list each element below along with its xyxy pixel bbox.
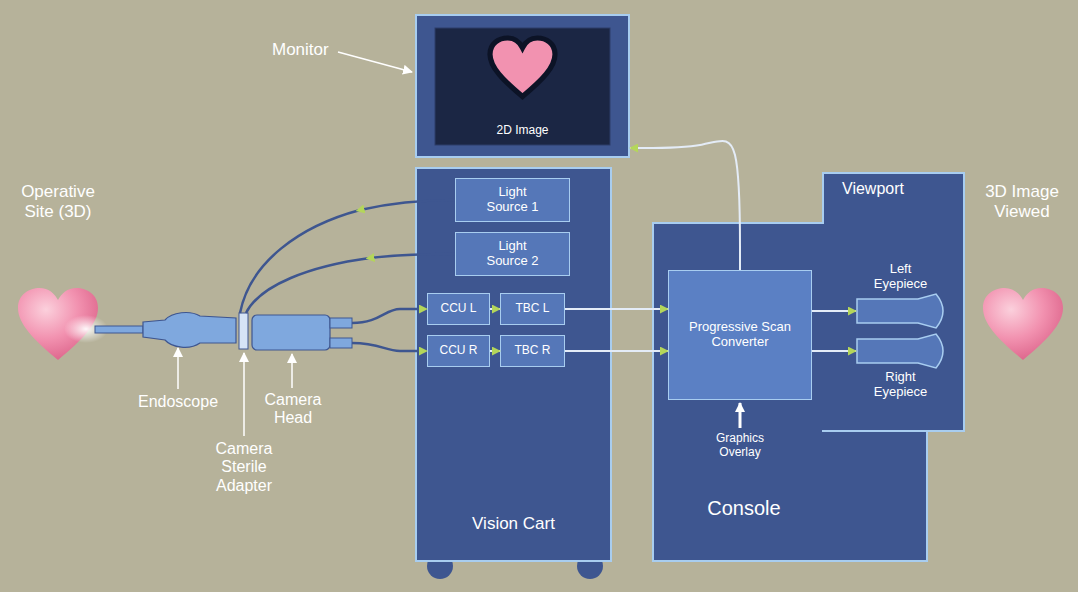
eyepiece-shape bbox=[856, 332, 953, 370]
ccu-box: CCU R bbox=[427, 335, 490, 367]
eyepiece-shape bbox=[856, 292, 953, 330]
label-anchor: Camera Sterile Adapter bbox=[200, 440, 288, 495]
callout-label: Monitor bbox=[272, 40, 338, 60]
camera-plug bbox=[330, 318, 352, 328]
signal-connector bbox=[812, 310, 856, 312]
camera-head bbox=[252, 315, 330, 350]
signal-connector bbox=[565, 350, 668, 352]
light-source: Light Source 1 bbox=[455, 178, 570, 222]
camera-plug bbox=[330, 338, 352, 348]
endoscope-body bbox=[143, 313, 236, 348]
monitor: 2D Image bbox=[415, 14, 630, 158]
part-label: Camera Head bbox=[257, 391, 329, 428]
scan-converter: Progressive Scan Converter bbox=[668, 270, 812, 400]
panel-title: 2D Image bbox=[496, 124, 548, 138]
part-label: Camera Sterile Adapter bbox=[200, 440, 288, 495]
overlay-arrow bbox=[739, 403, 742, 428]
panel-title: Console bbox=[694, 497, 794, 520]
vision-cart: Vision Cart Light Source 1 Light Source 2 C… bbox=[415, 167, 612, 562]
box-label: Light Source 2 bbox=[477, 239, 549, 269]
sterile-adapter bbox=[239, 313, 248, 349]
box-label: CCU R bbox=[440, 344, 478, 358]
console: ConsoleViewportLeft EyepieceRight Eyepie… bbox=[652, 222, 928, 562]
label-anchor: Endoscope bbox=[132, 393, 224, 411]
leader-line bbox=[177, 348, 179, 389]
endoscope-shaft bbox=[95, 326, 143, 333]
label-anchor: 3D Image Viewed bbox=[970, 182, 1074, 221]
label-anchor: Monitor bbox=[272, 40, 338, 60]
light-source: Light Source 2 bbox=[455, 232, 570, 276]
ccu-box: CCU L bbox=[427, 293, 490, 325]
light-cable bbox=[240, 200, 455, 313]
label-anchor: Camera Head bbox=[257, 391, 329, 428]
input-label: Graphics Overlay bbox=[700, 432, 780, 460]
panel-title: Vision Cart bbox=[472, 514, 555, 534]
viewport: ViewportLeft EyepieceRight Eyepiece bbox=[822, 172, 965, 432]
box-label: Light Source 1 bbox=[477, 185, 549, 215]
signal-connector bbox=[490, 308, 500, 310]
part-label: Endoscope bbox=[132, 393, 224, 411]
box-label: Progressive Scan Converter bbox=[685, 320, 795, 350]
camera-cable bbox=[352, 343, 427, 351]
box-label: CCU L bbox=[440, 302, 476, 316]
label-anchor: Graphics Overlay bbox=[700, 432, 780, 460]
eyepiece: Right Eyepiece bbox=[856, 332, 953, 408]
light-cable bbox=[246, 254, 455, 313]
site-label: Operative Site (3D) bbox=[6, 182, 110, 221]
tbc-box: TBC L bbox=[500, 293, 565, 325]
monitor-heart bbox=[490, 38, 555, 97]
eyepiece: Left Eyepiece bbox=[856, 256, 953, 330]
viewed-heart bbox=[983, 288, 1063, 360]
box-label: TBC L bbox=[515, 302, 549, 316]
eyepiece-outline bbox=[857, 294, 943, 328]
box-label: Right Eyepiece bbox=[865, 370, 937, 400]
connector-group bbox=[490, 141, 856, 351]
panel-title: Viewport bbox=[842, 180, 904, 198]
leader-line bbox=[291, 354, 293, 388]
camera-cable bbox=[352, 309, 427, 323]
site-label: 3D Image Viewed bbox=[970, 182, 1074, 221]
leader-line bbox=[338, 52, 412, 72]
viewport-edge bbox=[822, 172, 824, 224]
signal-connector bbox=[490, 350, 500, 352]
monitor-screen bbox=[435, 28, 610, 145]
signal-connector bbox=[812, 350, 856, 352]
signal-connector bbox=[565, 308, 668, 310]
leader-line bbox=[243, 353, 245, 436]
tbc-box: TBC R bbox=[500, 335, 565, 367]
eyepiece-outline bbox=[857, 334, 943, 368]
box-label: Left Eyepiece bbox=[865, 262, 937, 292]
box-label: TBC R bbox=[515, 344, 551, 358]
label-anchor: Operative Site (3D) bbox=[6, 182, 110, 221]
signal-connector bbox=[630, 141, 740, 270]
